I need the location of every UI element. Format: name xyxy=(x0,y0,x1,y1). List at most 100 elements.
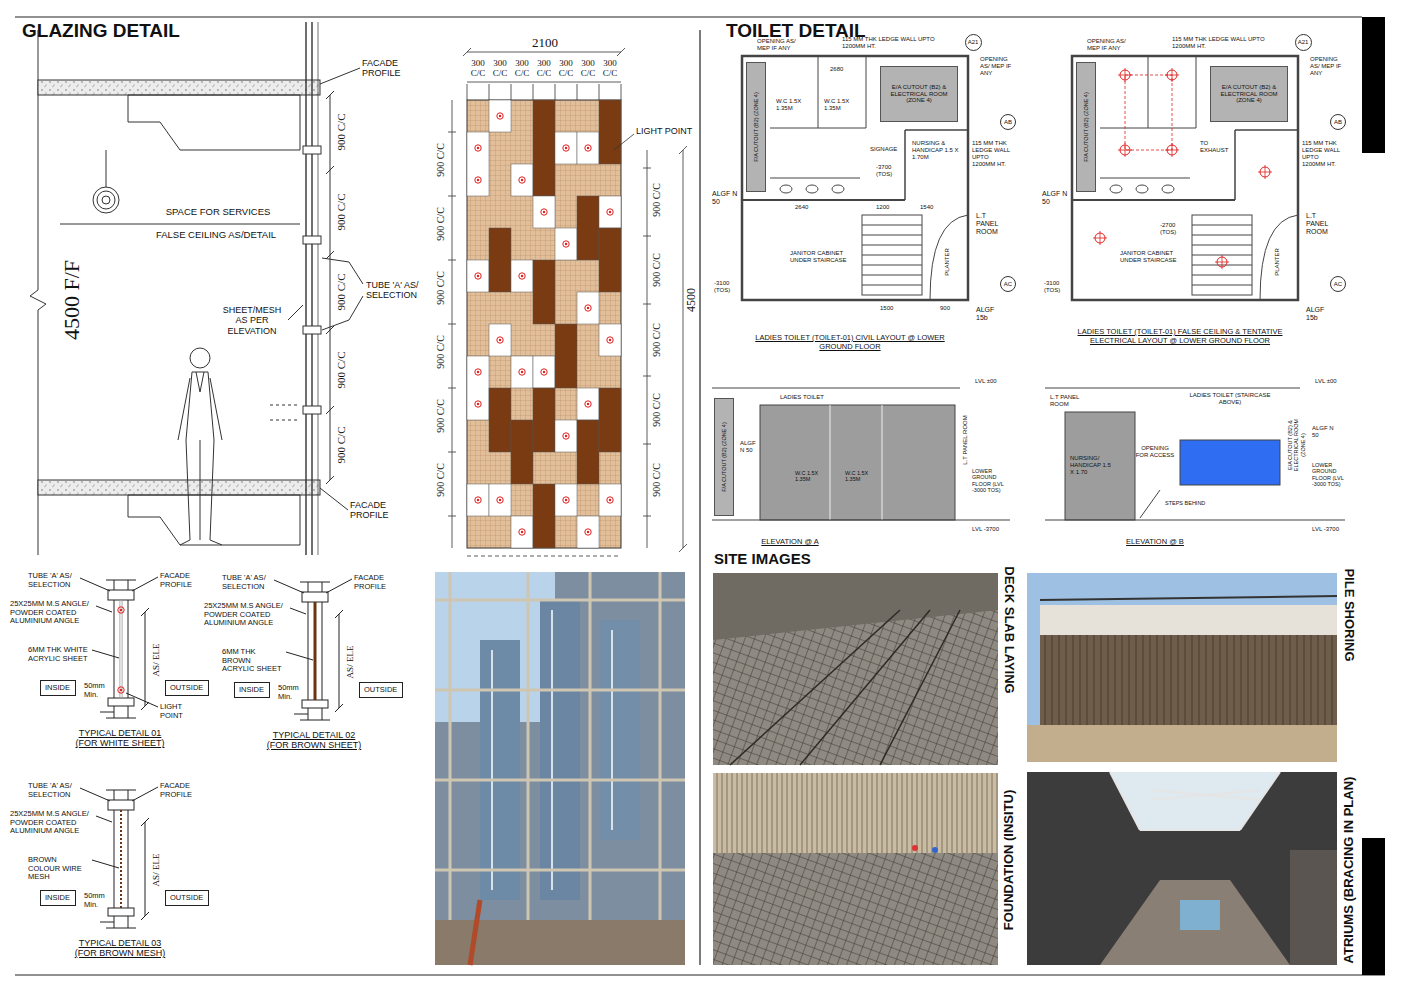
detail-title: TYPICAL DETAIL 02 (FOR BROWN SHEET) xyxy=(264,730,364,751)
annotation-label: OPENING AS/ MEP IF ANY xyxy=(980,56,1018,77)
section-title: GLAZING DETAIL xyxy=(22,20,180,42)
annotation-label: L.T PANEL ROOM xyxy=(976,212,1010,236)
annotation-label: TUBE 'A' AS/ SELECTION xyxy=(222,574,284,591)
dimension-label: 900 C/C xyxy=(651,393,663,427)
dimension-label: 900 C/C xyxy=(435,271,447,305)
node-text: INSIDE xyxy=(239,686,264,695)
side-label-box: OUTSIDE xyxy=(165,890,209,906)
annotation-label: 1200 xyxy=(876,204,889,211)
dimension-label: 900 C/C xyxy=(435,463,447,497)
dimension-label: AS/ ELE xyxy=(345,646,355,679)
annotation-label: 1540 xyxy=(920,204,933,211)
node-text: OUTSIDE xyxy=(170,684,203,693)
annotation-label: LVL ±00 xyxy=(1315,378,1337,385)
dimension-label: 4500 xyxy=(685,288,699,312)
annotation-label: ALGF N 50 xyxy=(1042,190,1070,206)
annotation-label: OPENING AS/ MEP IF ANY xyxy=(1310,56,1348,77)
detail-title: TYPICAL DETAIL 01 (FOR WHITE SHEET) xyxy=(70,728,170,749)
dimension-label: 900 C/C xyxy=(435,143,447,177)
annotation-label: 900 xyxy=(940,305,950,312)
annotation-label: STEPS BEHIND xyxy=(1165,500,1205,506)
annotation-label: ALGF 15b xyxy=(976,306,1004,322)
cutout-room: E/A CUTOUT (B2) & ELECTRICAL ROOM (ZONE … xyxy=(880,66,958,122)
node-text: AB xyxy=(1004,119,1012,126)
photo-caption: ATRIUMS (BRACING IN PLAN) xyxy=(1342,777,1357,964)
dimension-label: 900 C/C xyxy=(651,253,663,287)
dimension-label: 4500 F/F xyxy=(59,260,84,340)
annotation-label: LOWER GROUND FLOOR (LVL -3000 TOS) xyxy=(972,468,1008,493)
annotation-label: W.C 1.5X 1.35M xyxy=(795,470,825,483)
node-text: OUTSIDE xyxy=(170,894,203,903)
annotation-label: FALSE CEILING AS/DETAIL xyxy=(156,230,276,241)
annotation-label: JANITOR CABINET UNDER STAIRCASE xyxy=(1120,250,1190,264)
drawing-title: ELEVATION @ A xyxy=(761,538,818,547)
annotation-label: LADIES TOILET xyxy=(780,394,824,401)
grid-bubble: A21 xyxy=(1295,34,1312,51)
annotation-label: -3100 (TOS) xyxy=(1044,280,1068,294)
annotation-label: 50mm Min. xyxy=(278,684,306,701)
annotation-label: 50mm Min. xyxy=(84,892,112,909)
annotation-label: FACADE PROFILE xyxy=(160,572,202,589)
node-text: A21 xyxy=(968,39,979,46)
annotation-label: NURSING/ HANDICAP 1.5 X 1.70 xyxy=(1070,455,1114,476)
annotation-label: LIGHT POINT xyxy=(636,126,692,136)
dimension-label: 900 C/C xyxy=(335,427,348,464)
drawing-title: LADIES TOILET (TOILET-01) FALSE CEILING … xyxy=(1065,328,1295,345)
node-text: E/A CUTOUT (B2) & ELECTRICAL ROOM (ZONE … xyxy=(884,84,954,105)
side-label-box: OUTSIDE xyxy=(165,680,209,696)
photo-caption: DECK SLAB LAYING xyxy=(1002,566,1017,693)
grid-bubble: A21 xyxy=(965,34,982,51)
cutout-room: F/A CUTOUT (B2) (ZONE 4) xyxy=(1076,62,1096,192)
annotation-label: PLANTER xyxy=(944,248,951,276)
node-text: AC xyxy=(1004,281,1012,288)
annotation-label: ALGF 15b xyxy=(1306,306,1334,322)
annotation-label: L.T PANEL ROOM xyxy=(962,415,969,465)
annotation-label: PLANTER xyxy=(1274,248,1281,276)
annotation-label: W.C 1.5X 1.35M xyxy=(845,470,875,483)
annotation-label: TUBE 'A' AS/ SELECTION xyxy=(28,782,90,799)
node-text: A21 xyxy=(1298,39,1309,46)
node-text: INSIDE xyxy=(45,684,70,693)
annotation-label: 115 MM THK LEDGE WALL UPTO 1200MM HT. xyxy=(1172,36,1282,50)
side-label-box: INSIDE xyxy=(40,680,76,696)
annotation-label: FACADE PROFILE xyxy=(160,782,202,799)
dimension-label: 300 C/C xyxy=(511,58,533,79)
drawing-title: LADIES TOILET (TOILET-01) CIVIL LAYOUT @… xyxy=(750,334,950,351)
annotation-label: LVL ±00 xyxy=(975,378,997,385)
annotation-label: L.T PANEL ROOM xyxy=(1306,212,1340,236)
annotation-label: -3700 (TOS) xyxy=(876,164,902,178)
dimension-label: 300 C/C xyxy=(555,58,577,79)
section-title: SITE IMAGES xyxy=(714,550,811,567)
annotation-label: 2680 xyxy=(830,66,843,73)
cutout-room: F/A CUTOUT (B2) (ZONE 4) xyxy=(746,62,766,192)
node-text: AC xyxy=(1334,281,1342,288)
annotation-label: NURSING & HANDICAP 1.5 X 1.70M xyxy=(912,140,962,161)
photo-caption: PILE SHORING xyxy=(1342,568,1357,661)
annotation-label: 2640 xyxy=(795,204,808,211)
dimension-label: 900 C/C xyxy=(651,323,663,357)
annotation-label: 115 MM THK LEDGE WALL UPTO 1200MM HT. xyxy=(842,36,952,50)
annotation-label: SPACE FOR SERVICES xyxy=(166,207,271,218)
annotation-label: LVL -3700 xyxy=(1312,526,1339,533)
dimension-label: 300 C/C xyxy=(489,58,511,79)
annotation-label: FACADE PROFILE xyxy=(354,574,396,591)
annotation-label: ALGF N 50 xyxy=(740,440,760,454)
side-label-box: OUTSIDE xyxy=(359,682,403,698)
dimension-label: 900 C/C xyxy=(435,207,447,241)
grid-bubble: AB xyxy=(1330,114,1346,130)
annotation-label: LADIES TOILET (STAIRCASE ABOVE) xyxy=(1185,392,1275,406)
grid-bubble: AC xyxy=(1000,276,1016,292)
cutout-room: E/A CUTOUT (B2) & ELECTRICAL ROOM (ZONE … xyxy=(1210,66,1288,122)
annotation-label: W.C 1.5X 1.35M xyxy=(824,98,862,112)
annotation-label: 25X25MM M.S ANGLE/ POWDER COATED ALUMINI… xyxy=(10,810,94,836)
annotation-label: 25X25MM M.S ANGLE/ POWDER COATED ALUMINI… xyxy=(10,600,94,626)
annotation-label: SHEET/MESH AS PER ELEVATION xyxy=(218,305,286,336)
annotation-label: SIGNAGE xyxy=(870,146,897,153)
annotation-label: -2700 (TOS) xyxy=(1160,222,1186,236)
dimension-label: AS/ ELE xyxy=(151,644,161,677)
grid-bubble: AB xyxy=(1000,114,1016,130)
annotation-label: OPENING AS/ MEP IF ANY xyxy=(757,38,807,52)
dimension-label: 900 C/C xyxy=(651,463,663,497)
annotation-label: 6MM THK WHITE ACRYLIC SHEET xyxy=(28,646,90,663)
